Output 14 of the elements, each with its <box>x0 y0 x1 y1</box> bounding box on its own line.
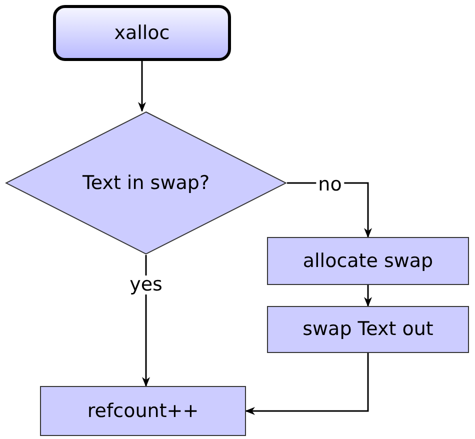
edge-label: yes <box>128 276 164 294</box>
arrow <box>138 61 146 112</box>
node-label: swap Text out <box>302 317 434 342</box>
node-label: Text in swap? <box>82 170 210 196</box>
process-box <box>267 306 469 353</box>
node-label: xalloc <box>114 20 170 46</box>
node-label: allocate swap <box>302 248 434 274</box>
node-label: refcount++ <box>87 398 199 424</box>
process-box <box>267 237 469 285</box>
start-box <box>53 5 231 61</box>
arrow <box>364 285 372 307</box>
process-box <box>40 386 246 436</box>
arrow <box>245 353 369 415</box>
decision-diamond <box>5 111 287 255</box>
